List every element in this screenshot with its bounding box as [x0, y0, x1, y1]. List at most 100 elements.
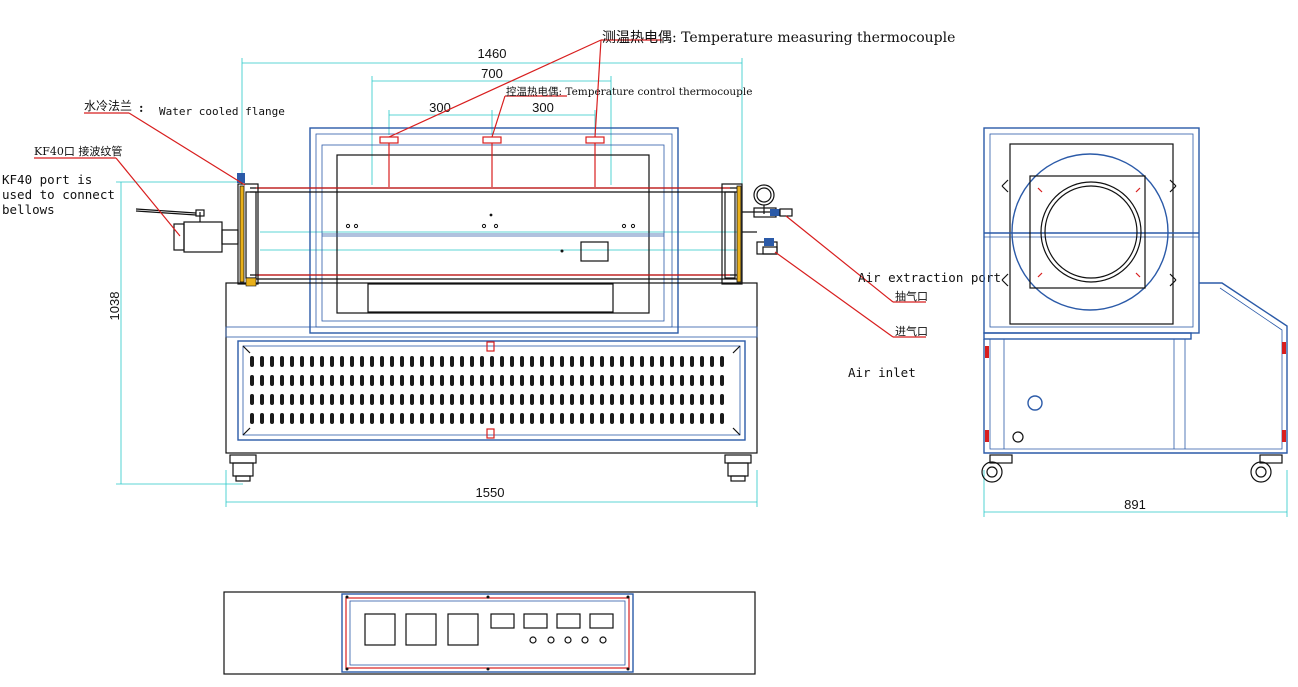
- vent-slot: [410, 356, 414, 367]
- vent-slot: [390, 356, 394, 367]
- vent-slot: [460, 356, 464, 367]
- vent-slot: [280, 413, 284, 424]
- vent-slot: [440, 356, 444, 367]
- vent-slot: [520, 375, 524, 386]
- vent-slot: [590, 375, 594, 386]
- vent-slot: [440, 375, 444, 386]
- label-temp-measuring: 测温热电偶: Temperature measuring thermocoupl…: [602, 30, 955, 46]
- vent-slot: [620, 356, 624, 367]
- vent-slot: [520, 394, 524, 405]
- vent-slot: [350, 375, 354, 386]
- furnace-side-view: [981, 127, 1288, 483]
- vent-slot: [470, 413, 474, 424]
- vent-slot: [290, 413, 294, 424]
- vent-slot: [560, 394, 564, 405]
- ventilation-slots: [250, 356, 724, 424]
- vent-slot: [540, 413, 544, 424]
- vent-slot: [700, 394, 704, 405]
- vent-slot: [430, 375, 434, 386]
- vent-slot: [670, 375, 674, 386]
- vent-slot: [330, 413, 334, 424]
- vent-slot: [250, 413, 254, 424]
- dim-891: 891: [1124, 497, 1146, 512]
- vent-slot: [310, 394, 314, 405]
- vent-slot: [270, 356, 274, 367]
- control-panel-view: [223, 591, 756, 675]
- vent-slot: [600, 413, 604, 424]
- vent-slot: [400, 413, 404, 424]
- vent-slot: [450, 375, 454, 386]
- vent-slot: [660, 356, 664, 367]
- vent-slot: [560, 356, 564, 367]
- vent-slot: [480, 375, 484, 386]
- vent-slot: [640, 356, 644, 367]
- water-cooled-flange-right: [721, 183, 770, 285]
- label-temp-control: 控温热电偶: Temperature control thermocouple: [506, 85, 752, 98]
- vent-slot: [570, 375, 574, 386]
- vent-slot: [460, 413, 464, 424]
- display-2: [405, 613, 437, 646]
- vent-slot: [490, 375, 494, 386]
- vent-slot: [290, 394, 294, 405]
- vent-slot: [450, 394, 454, 405]
- vent-slot: [340, 394, 344, 405]
- vent-slot: [530, 413, 534, 424]
- vent-slot: [700, 413, 704, 424]
- vent-slot: [560, 375, 564, 386]
- vent-slot: [470, 394, 474, 405]
- vent-slot: [530, 375, 534, 386]
- vent-slot: [710, 394, 714, 405]
- vent-slot: [260, 375, 264, 386]
- vent-slot: [670, 356, 674, 367]
- vent-slot: [580, 375, 584, 386]
- vent-slot: [600, 375, 604, 386]
- vent-slot: [540, 394, 544, 405]
- vent-slot: [530, 356, 534, 367]
- vent-slot: [270, 394, 274, 405]
- vent-slot: [360, 394, 364, 405]
- vent-slot: [270, 375, 274, 386]
- vent-slot: [380, 356, 384, 367]
- vent-slot: [360, 413, 364, 424]
- label-water-flange-en: Water cooled flange: [159, 105, 285, 118]
- vent-slot: [460, 394, 464, 405]
- vent-slot: [630, 375, 634, 386]
- vent-slot: [260, 356, 264, 367]
- vent-slot: [690, 394, 694, 405]
- vent-slot: [310, 356, 314, 367]
- vent-slot: [550, 413, 554, 424]
- vent-slot: [550, 375, 554, 386]
- vent-slot: [600, 394, 604, 405]
- label-air-inlet-en: Air inlet: [848, 365, 916, 380]
- vent-slot: [610, 394, 614, 405]
- furnace-front-view: [135, 127, 793, 482]
- vent-slot: [360, 375, 364, 386]
- vent-slot: [300, 375, 304, 386]
- vent-slot: [580, 394, 584, 405]
- vent-slot: [320, 375, 324, 386]
- vent-slot: [360, 356, 364, 367]
- vent-slot: [640, 394, 644, 405]
- label-air-inlet-cn: 进气口: [895, 324, 928, 338]
- vent-slot: [570, 394, 574, 405]
- vent-slot: [630, 394, 634, 405]
- vent-slot: [570, 356, 574, 367]
- kf40-valve: [135, 208, 239, 253]
- vent-slot: [460, 375, 464, 386]
- vent-slot: [640, 375, 644, 386]
- label-kf40-en-2: used to connect: [2, 187, 115, 202]
- vent-slot: [690, 413, 694, 424]
- vent-slot: [710, 356, 714, 367]
- vent-slot: [370, 356, 374, 367]
- vent-slot: [680, 394, 684, 405]
- label-kf40-en-1: KF40 port is: [2, 172, 92, 187]
- vent-slot: [370, 394, 374, 405]
- vent-slot: [400, 356, 404, 367]
- vent-slot: [620, 413, 624, 424]
- label-kf40-cn: KF40口 接波纹管: [34, 144, 122, 158]
- vent-slot: [720, 413, 724, 424]
- label-kf40-en-3: bellows: [2, 202, 55, 217]
- vent-slot: [480, 413, 484, 424]
- vent-slot: [580, 413, 584, 424]
